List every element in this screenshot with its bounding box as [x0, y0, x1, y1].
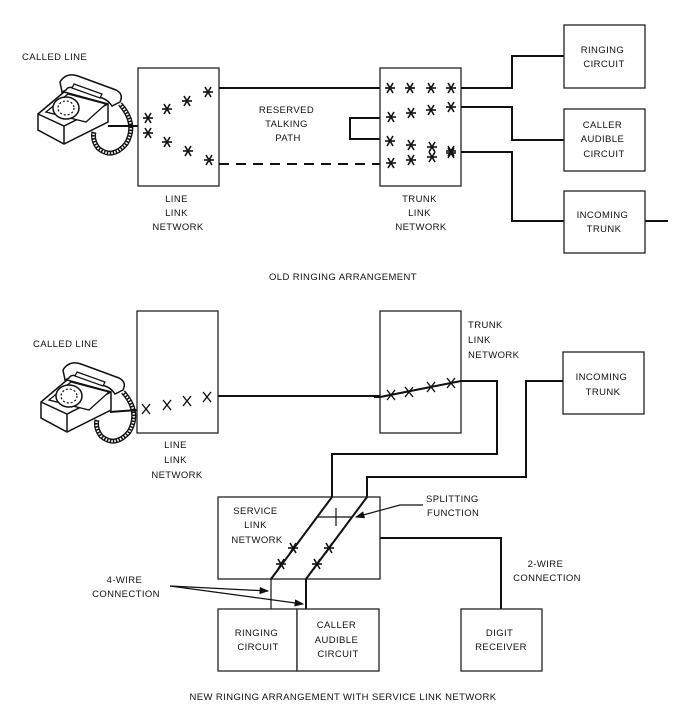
old-caption: OLD RINGING ARRANGEMENT — [269, 272, 417, 283]
new-incoming-trunk-box — [562, 351, 645, 415]
old-trunk-link-network-label: TRUNK LINK NETWORK — [395, 194, 447, 233]
four-wire-arrow-2 — [169, 585, 305, 607]
two-wire-label: 2-WIRE CONNECTION — [513, 559, 581, 584]
trunk-to-service-wire — [331, 380, 498, 497]
new-line-link-network-box — [136, 310, 219, 434]
new-trunk-path — [374, 380, 462, 398]
four-wire-arrow-1 — [169, 585, 270, 595]
wire-to-caller-audible — [461, 106, 564, 141]
new-trunk-link-network-box — [379, 310, 462, 434]
wire-to-incoming-trunk — [461, 151, 564, 222]
reserved-talking-path-label: RESERVED TALKING PATH — [259, 105, 317, 144]
two-wire-connection-wire — [380, 537, 502, 609]
old-line-link-network-label: LINE LINK NETWORK — [152, 194, 204, 233]
new-called-line-label: CALLED LINE — [33, 339, 98, 350]
new-caller-audible-circuit-box — [296, 608, 380, 672]
four-wire-label: 4-WIRE CONNECTION — [92, 575, 160, 600]
new-ringing-circuit-label: RINGING CIRCUIT — [235, 628, 282, 653]
old-rotary-telephone-icon — [38, 75, 131, 153]
service-link-network-label: SERVICE LINK NETWORK — [231, 506, 283, 546]
old-ringing-circuit-box — [563, 24, 646, 89]
new-incoming-trunk-label: INCOMING TRUNK — [576, 372, 631, 398]
new-caption: NEW RINGING ARRANGEMENT WITH SERVICE LIN… — [190, 692, 497, 703]
new-ringing-circuit-box — [217, 608, 298, 672]
old-arrangement: CALLED LINE LINE LINK NETWORK RESERVED T… — [22, 24, 668, 283]
new-arrangement: CALLED LINE LINE LINK NETWORK TRUNK LINK… — [33, 310, 645, 703]
splitting-function-label: SPLITTING FUNCTION — [426, 494, 482, 519]
old-incoming-trunk-label: INCOMING TRUNK — [577, 210, 632, 235]
incoming-to-service-wire — [366, 380, 563, 497]
new-caller-audible-label: CALLER AUDIBLE CIRCUIT — [315, 620, 362, 660]
old-caller-audible-circuit-box — [563, 108, 646, 172]
new-rotary-telephone-icon — [41, 363, 134, 441]
digit-receiver-label: DIGIT RECEIVER — [475, 628, 527, 653]
new-trunk-link-network-label: TRUNK LINK NETWORK — [468, 320, 520, 361]
old-incoming-trunk-box — [563, 190, 646, 254]
wire-to-ringing — [461, 55, 564, 89]
splitting-function-arrow — [354, 504, 423, 519]
old-ringing-circuit-label: RINGING CIRCUIT — [581, 45, 628, 70]
old-called-line-label: CALLED LINE — [22, 52, 87, 63]
new-line-link-network-label: LINE LINK NETWORK — [151, 440, 203, 481]
old-caller-audible-label: CALLER AUDIBLE CIRCUIT — [581, 120, 628, 160]
service-link-network-box — [217, 496, 381, 580]
digit-receiver-box — [460, 608, 543, 672]
old-line-link-network-box — [137, 67, 220, 187]
old-loop-wire — [349, 117, 380, 140]
